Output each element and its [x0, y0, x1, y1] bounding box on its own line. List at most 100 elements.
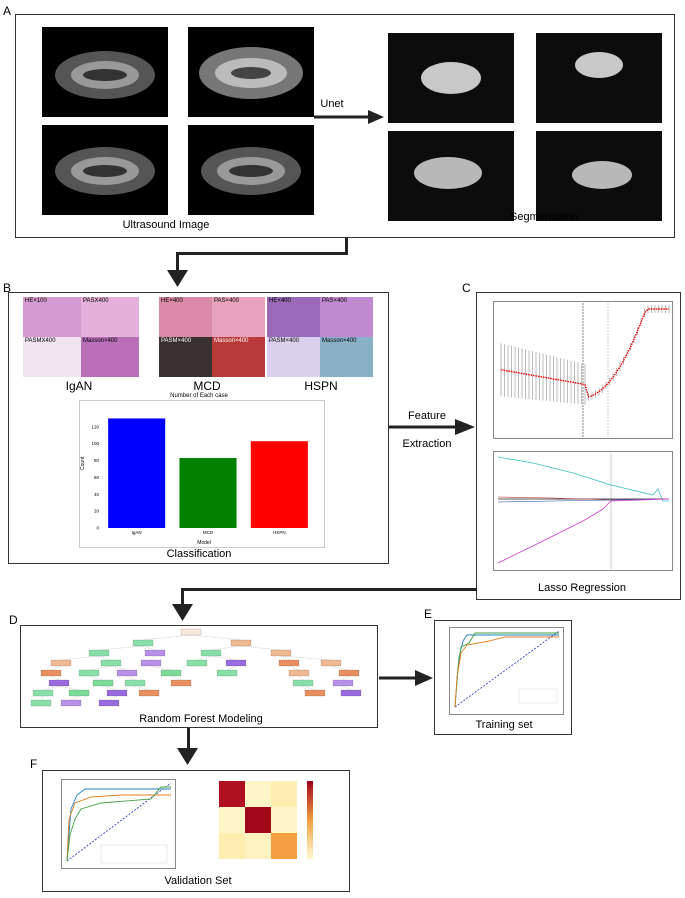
tree-edge [210, 655, 237, 661]
tree-edge [98, 645, 144, 651]
tree-edge [190, 634, 242, 641]
tree-node [292, 679, 314, 687]
panel-f: Validation Set [42, 770, 350, 892]
stain-label-10: PAS×400 [322, 298, 348, 304]
y-tick-label: 40 [94, 492, 100, 497]
histology-hspn: HE×400 PAS×400 PASM×400 Masson×400 [267, 297, 373, 377]
tree-node [288, 669, 310, 677]
stain-label-7: PASM×400 [161, 338, 192, 344]
tree-node [60, 699, 82, 707]
tree-node [340, 689, 362, 697]
segmentation-image-1 [388, 33, 514, 123]
tree-node [116, 669, 138, 677]
tree-node [200, 649, 222, 657]
tree-node [270, 649, 292, 657]
validation-caption: Validation Set [164, 875, 232, 887]
connector-a-b-vertical [345, 238, 348, 255]
tree-node [320, 659, 342, 667]
panel-c-letter: C [462, 281, 471, 295]
tree-node [138, 689, 160, 697]
tree-node [40, 669, 62, 677]
tree-node [144, 649, 166, 657]
tree-node [278, 659, 300, 667]
tree-node [132, 639, 154, 647]
chart-title: Number of Each case [170, 393, 228, 399]
tree-node [332, 679, 354, 687]
tree-node [186, 659, 208, 667]
panel-a-letter: A [3, 4, 12, 18]
histology-igan: HE×100 PASX400 PASMX400 Masson×400 [23, 297, 139, 377]
tree-edge [280, 655, 290, 661]
tree-edge [302, 685, 316, 691]
x-tick-label: HSPN [273, 530, 286, 535]
panel-a: Ultrasound Image Unet Segmentation [15, 14, 675, 238]
group-label-igan: IgAN [65, 379, 93, 393]
tree-edge [134, 685, 150, 691]
group-label-mcd: MCD [193, 379, 221, 393]
tree-edge [110, 665, 128, 671]
tree-node [124, 679, 146, 687]
stain-label-6: PAS×400 [214, 298, 240, 304]
lasso-caption: Lasso Regression [537, 582, 627, 594]
connector-c-d-horizontal [181, 588, 477, 591]
y-tick-label: 100 [91, 441, 99, 446]
connector-d-e-arrow [379, 670, 433, 686]
y-tick-label: 0 [96, 526, 99, 531]
tree-edge [342, 685, 352, 691]
bar-igan [108, 418, 166, 528]
connector-a-b-arrowhead [167, 270, 188, 287]
stain-label-2: PASX400 [83, 298, 109, 304]
bar-mcd [179, 458, 237, 528]
feature-extraction-arrow [389, 419, 475, 435]
tree-node [98, 699, 120, 707]
tree-edge [226, 665, 237, 671]
tree-node [78, 669, 100, 677]
y-tick-label: 20 [94, 509, 100, 514]
tree-node [225, 659, 247, 667]
panel-e-letter: E [424, 607, 433, 621]
tree-node [48, 679, 70, 687]
feature-extraction-line2: Extraction [402, 438, 452, 450]
tree-edge [330, 665, 350, 671]
histology-mcd: HE×400 PAS×400 PASM×400 Masson×400 [159, 297, 265, 377]
unet-arrow [314, 110, 384, 124]
stain-label-4: Masson×400 [83, 338, 118, 344]
connector-c-d-down [181, 588, 184, 606]
tree-edge [58, 685, 80, 691]
panel-d-letter: D [9, 613, 18, 627]
y-tick-label: 120 [91, 424, 99, 429]
tree-edge [98, 655, 112, 661]
stain-label-8: Masson×400 [214, 338, 249, 344]
stain-label-9: HE×400 [269, 298, 291, 304]
tree-node [88, 649, 110, 657]
chart-xlabel: Model [197, 540, 211, 546]
validation-roc-plot [61, 779, 176, 869]
feature-extraction-line1: Feature [408, 410, 446, 422]
panel-e: Training set [434, 620, 572, 735]
tree-edge [102, 685, 118, 691]
lasso-cv-plot [493, 301, 673, 439]
stain-label-1: HE×100 [25, 298, 47, 304]
x-tick-label: MCD [203, 530, 214, 535]
bar-hspn [250, 441, 308, 528]
tree-edge [170, 675, 182, 681]
tree-edge [126, 675, 136, 681]
tree-node [68, 689, 90, 697]
connector-d-f-down [187, 728, 190, 750]
tree-edge [88, 675, 104, 681]
tree-edge [280, 655, 332, 661]
group-label-hspn: HSPN [304, 379, 338, 393]
classification-caption: Classification [166, 548, 232, 560]
tree-edge [342, 675, 350, 681]
tree-node [180, 628, 202, 636]
tree-edge [70, 695, 80, 701]
tree-edge [240, 645, 282, 651]
tree-node [170, 679, 192, 687]
tree-node [50, 659, 72, 667]
segmentation-caption: Segmentation [510, 211, 578, 223]
lasso-coef-plot [493, 451, 673, 571]
tree-edge [196, 655, 212, 661]
ultrasound-image-4 [188, 125, 314, 215]
tree-edge [50, 665, 62, 671]
